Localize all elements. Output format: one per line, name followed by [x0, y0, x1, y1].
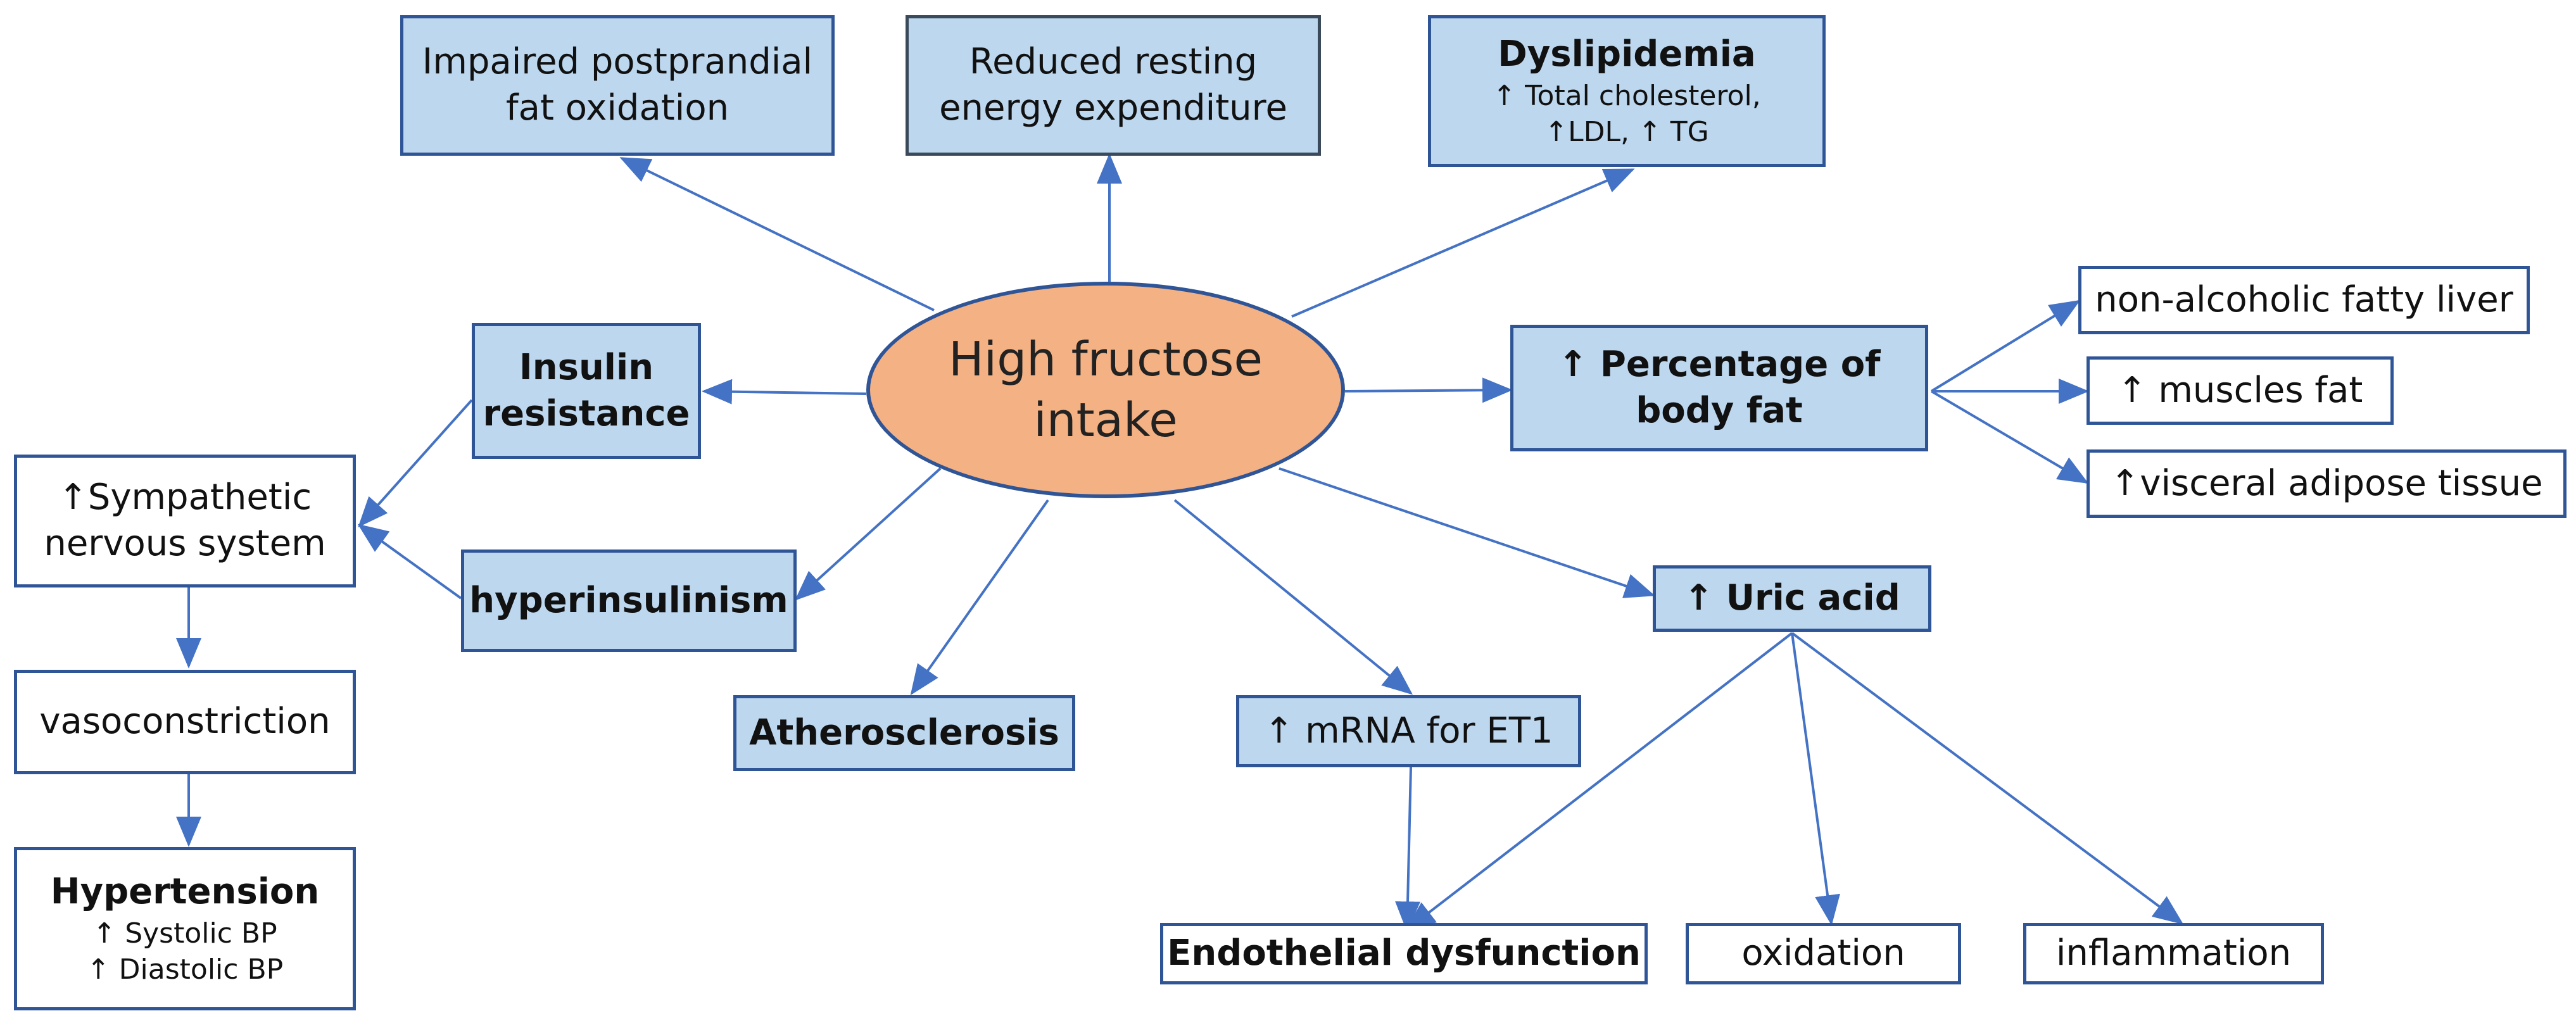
- uric-acid-node: ↑ Uric acid: [1653, 565, 1931, 632]
- center-line1: High fructose: [948, 332, 1263, 387]
- hyperinsulinism-label: hyperinsulinism: [469, 579, 788, 621]
- inflammation-label: inflammation: [2055, 933, 2292, 974]
- sympathetic-node: ↑Sympathetic nervous system: [14, 455, 356, 587]
- body-fat-line1: ↑ Percentage of: [1558, 344, 1881, 386]
- insulin-resistance-line1: Insulin: [519, 346, 654, 388]
- arrow-uric-acid-to-endothelial: [1405, 632, 1793, 931]
- hypertension-line2: ↑ Diastolic BP: [86, 953, 284, 986]
- endothelial-dysfunction-node: Endothelial dysfunction: [1160, 923, 1648, 984]
- fat-oxidation-line2: fat oxidation: [505, 87, 729, 129]
- arrow-center-to-body-fat: [1344, 377, 1513, 403]
- arrow-center-to-fat-oxidation: [619, 157, 935, 311]
- body-fat-node: ↑ Percentage of body fat: [1510, 325, 1928, 451]
- muscles-fat-label: ↑ muscles fat: [2117, 369, 2363, 411]
- atherosclerosis-label: Atherosclerosis: [749, 712, 1059, 753]
- endothelial-dysfunction-label: Endothelial dysfunction: [1167, 933, 1641, 974]
- arrow-hyperinsulinism-to-sympathetic: [357, 524, 462, 600]
- arrow-center-to-atherosclerosis: [910, 499, 1049, 696]
- visceral-adipose-label: ↑visceral adipose tissue: [2110, 462, 2543, 504]
- oxidation-label: oxidation: [1741, 933, 1905, 974]
- inflammation-node: inflammation: [2023, 923, 2324, 984]
- resting-energy-line1: Reduced resting: [969, 41, 1258, 83]
- resting-energy-line2: energy expenditure: [939, 87, 1287, 129]
- arrow-center-to-insulin-resistance: [702, 379, 867, 405]
- arrow-uric-acid-to-inflammation: [1791, 632, 2184, 925]
- dyslipidemia-node: Dyslipidemia ↑ Total cholesterol, ↑LDL, …: [1428, 15, 1826, 167]
- arrow-center-to-mrna-et1: [1173, 499, 1413, 695]
- vasoconstriction-node: vasoconstriction: [14, 670, 356, 774]
- sympathetic-line2: nervous system: [44, 523, 326, 564]
- mrna-et1-label: ↑ mRNA for ET1: [1264, 710, 1553, 751]
- uric-acid-label: ↑ Uric acid: [1684, 577, 1900, 619]
- arrow-mrna-et1-to-endothelial: [1395, 767, 1421, 932]
- insulin-resistance-line2: resistance: [483, 393, 690, 434]
- atherosclerosis-node: Atherosclerosis: [733, 695, 1075, 771]
- arrow-body-fat-to-fatty-liver: [1930, 299, 2081, 393]
- hypertension-node: Hypertension ↑ Systolic BP ↑ Diastolic B…: [14, 847, 356, 1010]
- resting-energy-node: Reduced resting energy expenditure: [906, 15, 1321, 156]
- arrow-uric-acid-to-oxidation: [1791, 632, 1840, 926]
- insulin-resistance-node: Insulin resistance: [472, 323, 701, 459]
- arrow-body-fat-to-visceral: [1930, 390, 2089, 484]
- oxidation-node: oxidation: [1686, 923, 1961, 984]
- fat-oxidation-line1: Impaired postprandial: [422, 41, 813, 83]
- hyperinsulinism-node: hyperinsulinism: [461, 550, 797, 652]
- dyslipidemia-title: Dyslipidemia: [1498, 34, 1756, 75]
- hypertension-line1: ↑ Systolic BP: [92, 917, 277, 950]
- arrow-center-to-dyslipidemia: [1291, 168, 1635, 318]
- dyslipidemia-line2: ↑LDL, ↑ TG: [1544, 116, 1709, 149]
- arrow-center-to-uric-acid: [1279, 467, 1655, 598]
- body-fat-line2: body fat: [1636, 390, 1803, 431]
- vasoconstriction-label: vasoconstriction: [39, 701, 331, 743]
- visceral-adipose-node: ↑visceral adipose tissue: [2087, 449, 2567, 518]
- arrow-center-to-hyperinsulinism: [795, 467, 942, 601]
- fat-oxidation-node: Impaired postprandial fat oxidation: [400, 15, 835, 156]
- arrow-insulin-resistance-to-sympathetic: [358, 399, 473, 527]
- fatty-liver-node: non-alcoholic fatty liver: [2078, 266, 2530, 334]
- mrna-et1-node: ↑ mRNA for ET1: [1236, 695, 1581, 767]
- center-line2: intake: [1033, 393, 1178, 448]
- high-fructose-intake-node: High fructose intake: [866, 282, 1345, 498]
- muscles-fat-node: ↑ muscles fat: [2087, 356, 2394, 425]
- hypertension-title: Hypertension: [50, 871, 320, 913]
- fatty-liver-label: non-alcoholic fatty liver: [2095, 279, 2513, 320]
- dyslipidemia-line1: ↑ Total cholesterol,: [1493, 80, 1761, 113]
- sympathetic-line1: ↑Sympathetic: [58, 477, 312, 518]
